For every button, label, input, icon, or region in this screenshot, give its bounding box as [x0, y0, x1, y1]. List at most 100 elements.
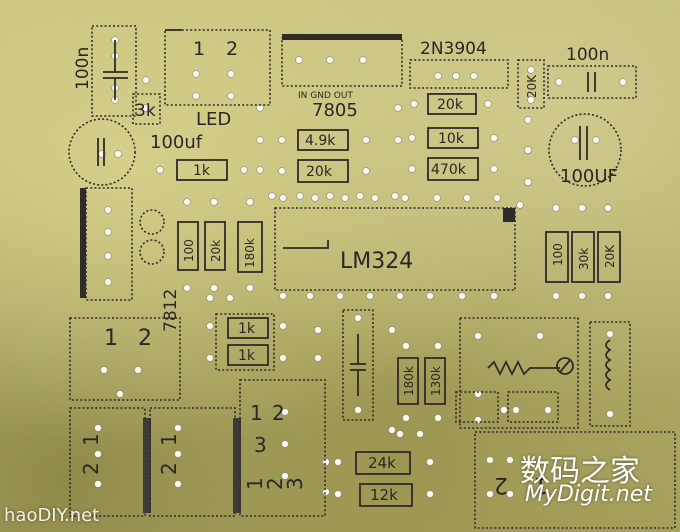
- drill-hole: [322, 488, 330, 496]
- via-ring: [139, 209, 165, 235]
- drill-hole: [192, 70, 200, 78]
- drill-hole: [174, 424, 182, 432]
- drill-hole: [490, 292, 498, 300]
- drill-hole: [391, 192, 399, 200]
- res-180k-left-label: 180k: [243, 238, 257, 268]
- cap-100n-left-label: 100n: [73, 47, 93, 90]
- conn-br-pin-1: 1: [534, 472, 548, 497]
- res-1k-top-label: 1k: [193, 163, 211, 179]
- drill-hole: [246, 284, 254, 292]
- res-20k-right-label: 20K: [603, 244, 617, 268]
- drill-hole: [104, 278, 112, 286]
- conn-bot-1-pin-1: 1: [79, 433, 103, 446]
- transistor-label: 2N3904: [420, 39, 487, 59]
- res-180k-bot-label: 180k: [402, 366, 416, 396]
- drill-hole: [174, 450, 182, 458]
- conn-bot-2-pin-2: 2: [157, 462, 181, 475]
- pot-wiper: [559, 359, 571, 373]
- conn-bot-2-bar: [233, 418, 241, 513]
- res-1k-pair-outline: [215, 313, 275, 371]
- drill-hole: [408, 134, 416, 142]
- pot-outline: [459, 317, 579, 429]
- res-1k-a-body: [227, 317, 269, 339]
- drill-hole: [326, 56, 334, 64]
- drill-hole: [410, 100, 418, 108]
- drill-hole: [268, 192, 276, 200]
- drill-hole: [94, 424, 102, 432]
- drill-hole: [536, 332, 544, 340]
- drill-hole: [100, 366, 108, 374]
- drill-hole: [311, 194, 319, 202]
- conn-bot-2-outline: [149, 407, 236, 517]
- res-180k-left-body: [237, 221, 263, 273]
- drill-hole: [256, 166, 264, 174]
- drill-hole: [142, 76, 150, 84]
- res-20k-vert-outline: [517, 59, 545, 109]
- drill-hole: [388, 426, 396, 434]
- res-130k-bot-label: 130k: [429, 366, 443, 396]
- res-30k-right-body: [571, 231, 595, 283]
- conn-bot-3-pin-2: 2: [263, 477, 287, 490]
- drill-hole: [433, 194, 441, 202]
- drill-hole: [578, 292, 586, 300]
- drill-hole: [206, 294, 214, 302]
- res-20k-vert-label: 20K: [525, 74, 539, 98]
- drill-hole: [295, 56, 303, 64]
- conn-bot-3-pin-2-top: 2: [272, 401, 285, 425]
- cap-small-a-outline: [455, 391, 499, 423]
- drill-hole: [94, 450, 102, 458]
- drill-hole: [334, 458, 342, 466]
- drill-hole: [434, 72, 442, 80]
- res-100-right-label: 100: [551, 243, 565, 266]
- cap-100uf-right-outline: [548, 113, 622, 187]
- watermark-left: haoDIY.net: [4, 505, 100, 526]
- drill-hole: [470, 72, 478, 80]
- drill-hole: [500, 406, 508, 414]
- res-24k-label: 24k: [368, 454, 396, 472]
- drill-hole: [306, 292, 314, 300]
- drill-hole: [394, 104, 402, 112]
- drill-hole: [104, 206, 112, 214]
- via-ring: [139, 239, 165, 265]
- inductor-outline: [589, 321, 631, 427]
- conn-br-outline: [474, 431, 676, 529]
- header-left-outline: [85, 187, 133, 301]
- drill-hole: [402, 342, 410, 350]
- drill-hole: [314, 326, 322, 334]
- reg-7805-label: 7805: [312, 100, 358, 121]
- drill-hole: [604, 292, 612, 300]
- drill-hole: [354, 406, 362, 414]
- drill-hole: [619, 78, 627, 86]
- drill-hole: [278, 167, 286, 175]
- drill-hole: [279, 322, 287, 330]
- drill-hole: [341, 194, 349, 202]
- res-30k-right-label: 30k: [577, 248, 591, 270]
- drill-hole: [506, 456, 514, 464]
- drill-hole: [227, 70, 235, 78]
- res-1k-a-label: 1k: [238, 321, 256, 337]
- drill-hole: [362, 167, 370, 175]
- res-3k-label: 3k: [135, 101, 156, 121]
- drill-hole: [356, 192, 364, 200]
- drill-hole: [516, 201, 524, 209]
- drill-hole: [183, 198, 191, 206]
- led-outline: [164, 29, 271, 106]
- cap-small-b-outline: [507, 391, 559, 423]
- drill-hole: [396, 430, 404, 438]
- conn-bot-1-pin-2: 2: [79, 462, 103, 475]
- drill-hole: [458, 292, 466, 300]
- ic-lm324-pin1-mark: [503, 208, 515, 222]
- drill-hole: [486, 456, 494, 464]
- drill-hole: [493, 194, 501, 202]
- drill-hole: [314, 354, 322, 362]
- drill-hole: [434, 414, 442, 422]
- drill-hole: [362, 136, 370, 144]
- led-pin-2: 2: [226, 38, 238, 60]
- drill-hole: [606, 410, 614, 418]
- conn-bot-3-pin-3-top: 3: [254, 433, 267, 457]
- drill-hole: [206, 354, 214, 362]
- res-24k-body: [355, 451, 411, 475]
- drill-hole: [452, 72, 460, 80]
- drill-hole: [279, 292, 287, 300]
